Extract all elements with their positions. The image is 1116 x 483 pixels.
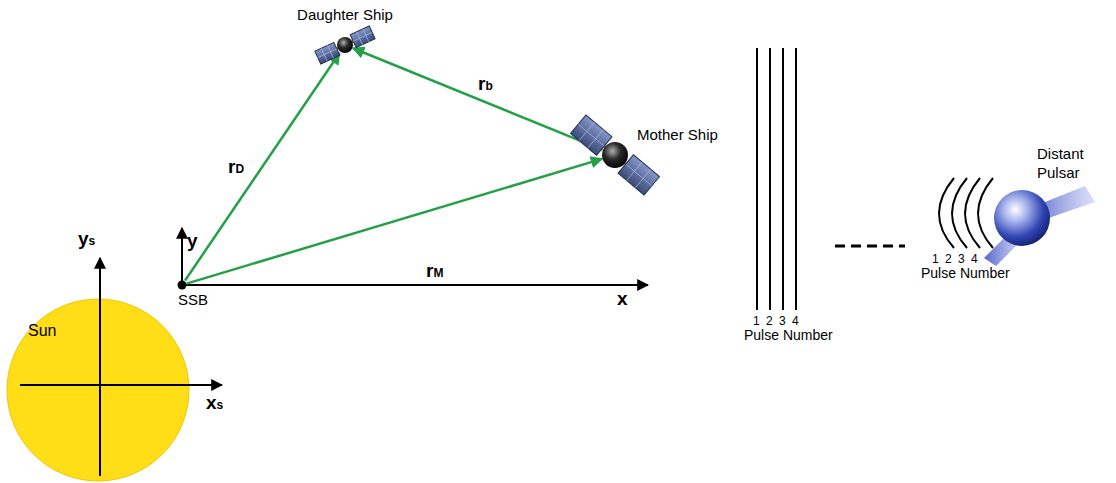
panel-grid (318, 49, 337, 58)
panel-grid (626, 164, 652, 186)
pulse-number: 3 (779, 314, 786, 328)
axis-label: y (187, 230, 198, 252)
panel-grid (353, 32, 372, 41)
pulse-arc (978, 178, 993, 248)
pulse-number: 2 (945, 252, 952, 266)
position-vector (353, 48, 602, 149)
axis-label: x (617, 288, 628, 310)
pulse-line (782, 48, 784, 310)
barycenter-dot (178, 281, 187, 290)
axis-label: ys (78, 228, 95, 252)
mother-ship: Mother Ship (570, 110, 740, 200)
spacecraft-body (602, 142, 628, 168)
node-label: Distant Pulsar (1037, 144, 1099, 182)
pulse-fronts (757, 48, 796, 310)
dashed-gap (835, 245, 905, 248)
barycenter: SSB (176, 276, 216, 310)
node-shape (570, 110, 740, 200)
pulse-number: 3 (958, 252, 965, 266)
x-axis (182, 284, 648, 286)
pulse-number: 4 (971, 252, 978, 266)
position-vector (185, 53, 340, 281)
pulse-number: 1 (932, 252, 939, 266)
node-label: Mother Ship (637, 126, 718, 144)
vector-label: rD (228, 156, 244, 180)
pulse-number: 4 (792, 314, 799, 328)
pulsar-sphere (994, 190, 1050, 246)
sun-y-axis (99, 258, 101, 476)
pulse-line (795, 48, 797, 310)
spacecraft-body (337, 37, 353, 53)
sun: Sun (6, 298, 190, 482)
daughter-ship: Daughter Ship (295, 4, 395, 68)
vector-label: rM (426, 260, 443, 284)
sun-x-axis (20, 384, 222, 386)
pulse-arcs (939, 178, 993, 248)
pulse-number: 1 (753, 314, 760, 328)
spacecraft (315, 26, 375, 64)
node-label: SSB (178, 291, 208, 309)
boom (318, 32, 372, 57)
node-label: Daughter Ship (297, 6, 393, 24)
pulse-number: 2 (766, 314, 773, 328)
solar-panel (350, 26, 375, 48)
pulse-line (756, 48, 758, 310)
pulse-line (769, 48, 771, 310)
vector-label: rb (478, 73, 493, 97)
axis-label: xs (206, 392, 223, 416)
node-label: Sun (28, 322, 56, 340)
y-axis (181, 228, 183, 285)
sun-disc (7, 299, 189, 481)
distant-pulsar: Distant Pulsar (985, 140, 1113, 270)
axis-caption: Pulse Number (921, 265, 1010, 281)
position-vector (187, 159, 603, 284)
panel-grid (578, 124, 604, 146)
axis-caption: Pulse Number (744, 327, 833, 343)
solar-panel (315, 42, 340, 64)
